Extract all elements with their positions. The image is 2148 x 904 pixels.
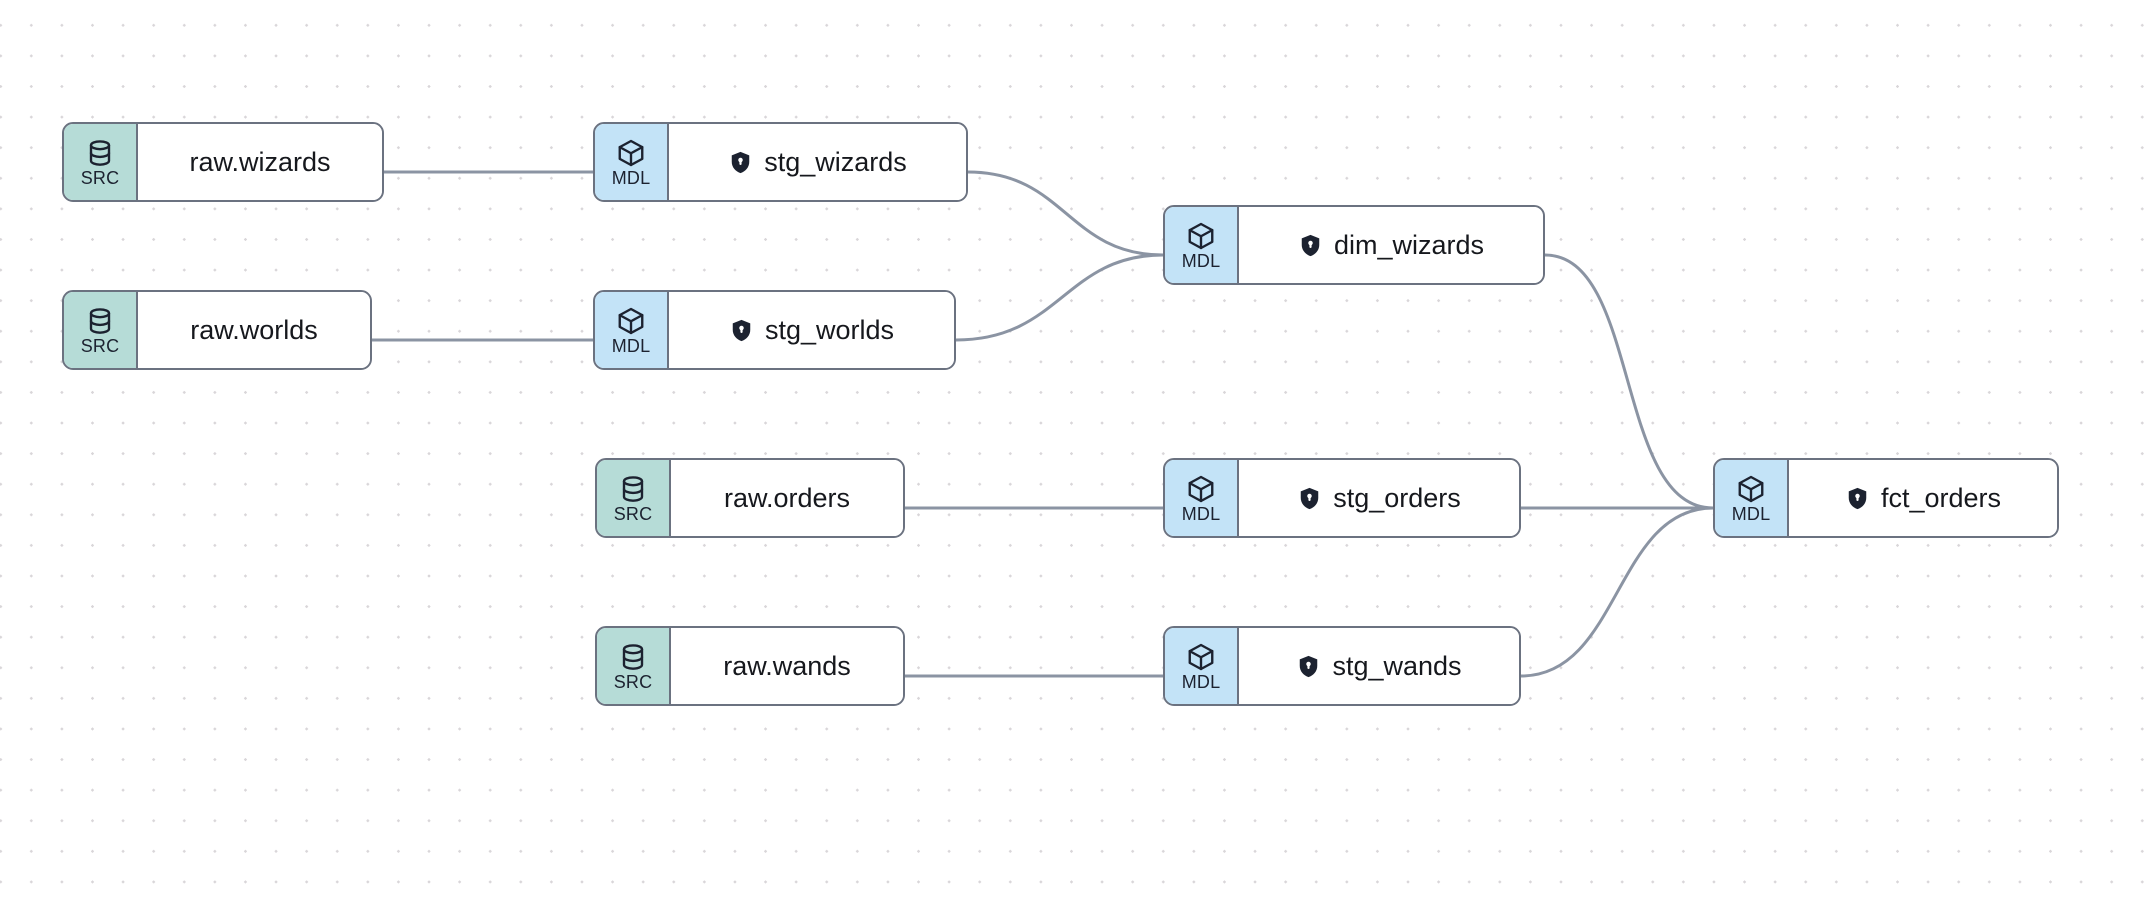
node-body: stg_wizards <box>669 124 966 200</box>
node-dim_wizards[interactable]: MDL dim_wizards <box>1163 205 1545 285</box>
node-badge-label: MDL <box>611 167 651 188</box>
node-body: raw.wands <box>671 628 903 704</box>
node-body: raw.wizards <box>138 124 382 200</box>
edge-dim_wizards-to-fct_orders <box>1543 253 1715 510</box>
shield-lock-icon <box>1297 486 1322 511</box>
node-badge-label: MDL <box>611 335 651 356</box>
node-label: raw.worlds <box>190 314 318 345</box>
node-badge-src: SRC <box>64 292 138 368</box>
node-stg_orders[interactable]: MDL stg_orders <box>1163 458 1521 538</box>
node-raw_worlds[interactable]: SRC raw.worlds <box>62 290 372 370</box>
edge-stg_wands-to-fct_orders <box>1519 506 1715 678</box>
shield-lock-icon <box>728 150 753 175</box>
node-label: stg_orders <box>1333 482 1461 513</box>
shield-lock-icon <box>1845 486 1870 511</box>
node-badge-src: SRC <box>64 124 138 200</box>
cube-icon <box>1186 474 1216 504</box>
node-badge-label: MDL <box>1181 503 1221 524</box>
node-fct_orders[interactable]: MDL fct_orders <box>1713 458 2059 538</box>
node-label: stg_wizards <box>764 146 907 177</box>
node-badge-label: SRC <box>80 335 120 356</box>
node-badge-mdl: MDL <box>1165 207 1239 283</box>
shield-lock-icon <box>1296 654 1321 679</box>
node-label: dim_wizards <box>1333 229 1485 260</box>
node-badge-mdl: MDL <box>1165 628 1239 704</box>
node-badge-label: SRC <box>80 167 120 188</box>
node-label: stg_worlds <box>764 314 895 345</box>
cube-icon <box>1736 474 1766 504</box>
database-icon <box>85 306 115 336</box>
node-body: raw.orders <box>671 460 903 536</box>
node-badge-label: SRC <box>613 671 653 692</box>
cube-icon <box>1186 642 1216 672</box>
node-body: stg_orders <box>1239 460 1519 536</box>
cube-icon <box>616 306 646 336</box>
node-body: dim_wizards <box>1239 207 1543 283</box>
database-icon <box>618 474 648 504</box>
node-badge-mdl: MDL <box>595 124 669 200</box>
node-label: stg_wands <box>1332 650 1462 681</box>
node-badge-label: MDL <box>1181 671 1221 692</box>
node-body: raw.worlds <box>138 292 370 368</box>
shield-lock-icon <box>1298 233 1323 258</box>
database-icon <box>85 138 115 168</box>
node-badge-label: MDL <box>1181 250 1221 271</box>
node-stg_wands[interactable]: MDL stg_wands <box>1163 626 1521 706</box>
node-body: stg_wands <box>1239 628 1519 704</box>
node-stg_wizards[interactable]: MDL stg_wizards <box>593 122 968 202</box>
node-badge-label: MDL <box>1731 503 1771 524</box>
node-label: raw.wizards <box>189 146 331 177</box>
shield-lock-icon <box>729 318 754 343</box>
node-badge-src: SRC <box>597 628 671 704</box>
node-body: stg_worlds <box>669 292 954 368</box>
node-raw_wands[interactable]: SRC raw.wands <box>595 626 905 706</box>
node-body: fct_orders <box>1789 460 2057 536</box>
node-raw_wizards[interactable]: SRC raw.wizards <box>62 122 384 202</box>
cube-icon <box>1186 221 1216 251</box>
node-label: raw.wands <box>723 650 851 681</box>
edge-stg_worlds-to-dim_wizards <box>954 253 1165 342</box>
node-badge-mdl: MDL <box>1165 460 1239 536</box>
node-badge-mdl: MDL <box>595 292 669 368</box>
database-icon <box>618 642 648 672</box>
node-raw_orders[interactable]: SRC raw.orders <box>595 458 905 538</box>
node-badge-label: SRC <box>613 503 653 524</box>
node-label: fct_orders <box>1880 482 2002 513</box>
cube-icon <box>616 138 646 168</box>
node-label: raw.orders <box>723 482 851 513</box>
edge-stg_wizards-to-dim_wizards <box>966 170 1165 257</box>
node-badge-src: SRC <box>597 460 671 536</box>
node-stg_worlds[interactable]: MDL stg_worlds <box>593 290 956 370</box>
node-badge-mdl: MDL <box>1715 460 1789 536</box>
